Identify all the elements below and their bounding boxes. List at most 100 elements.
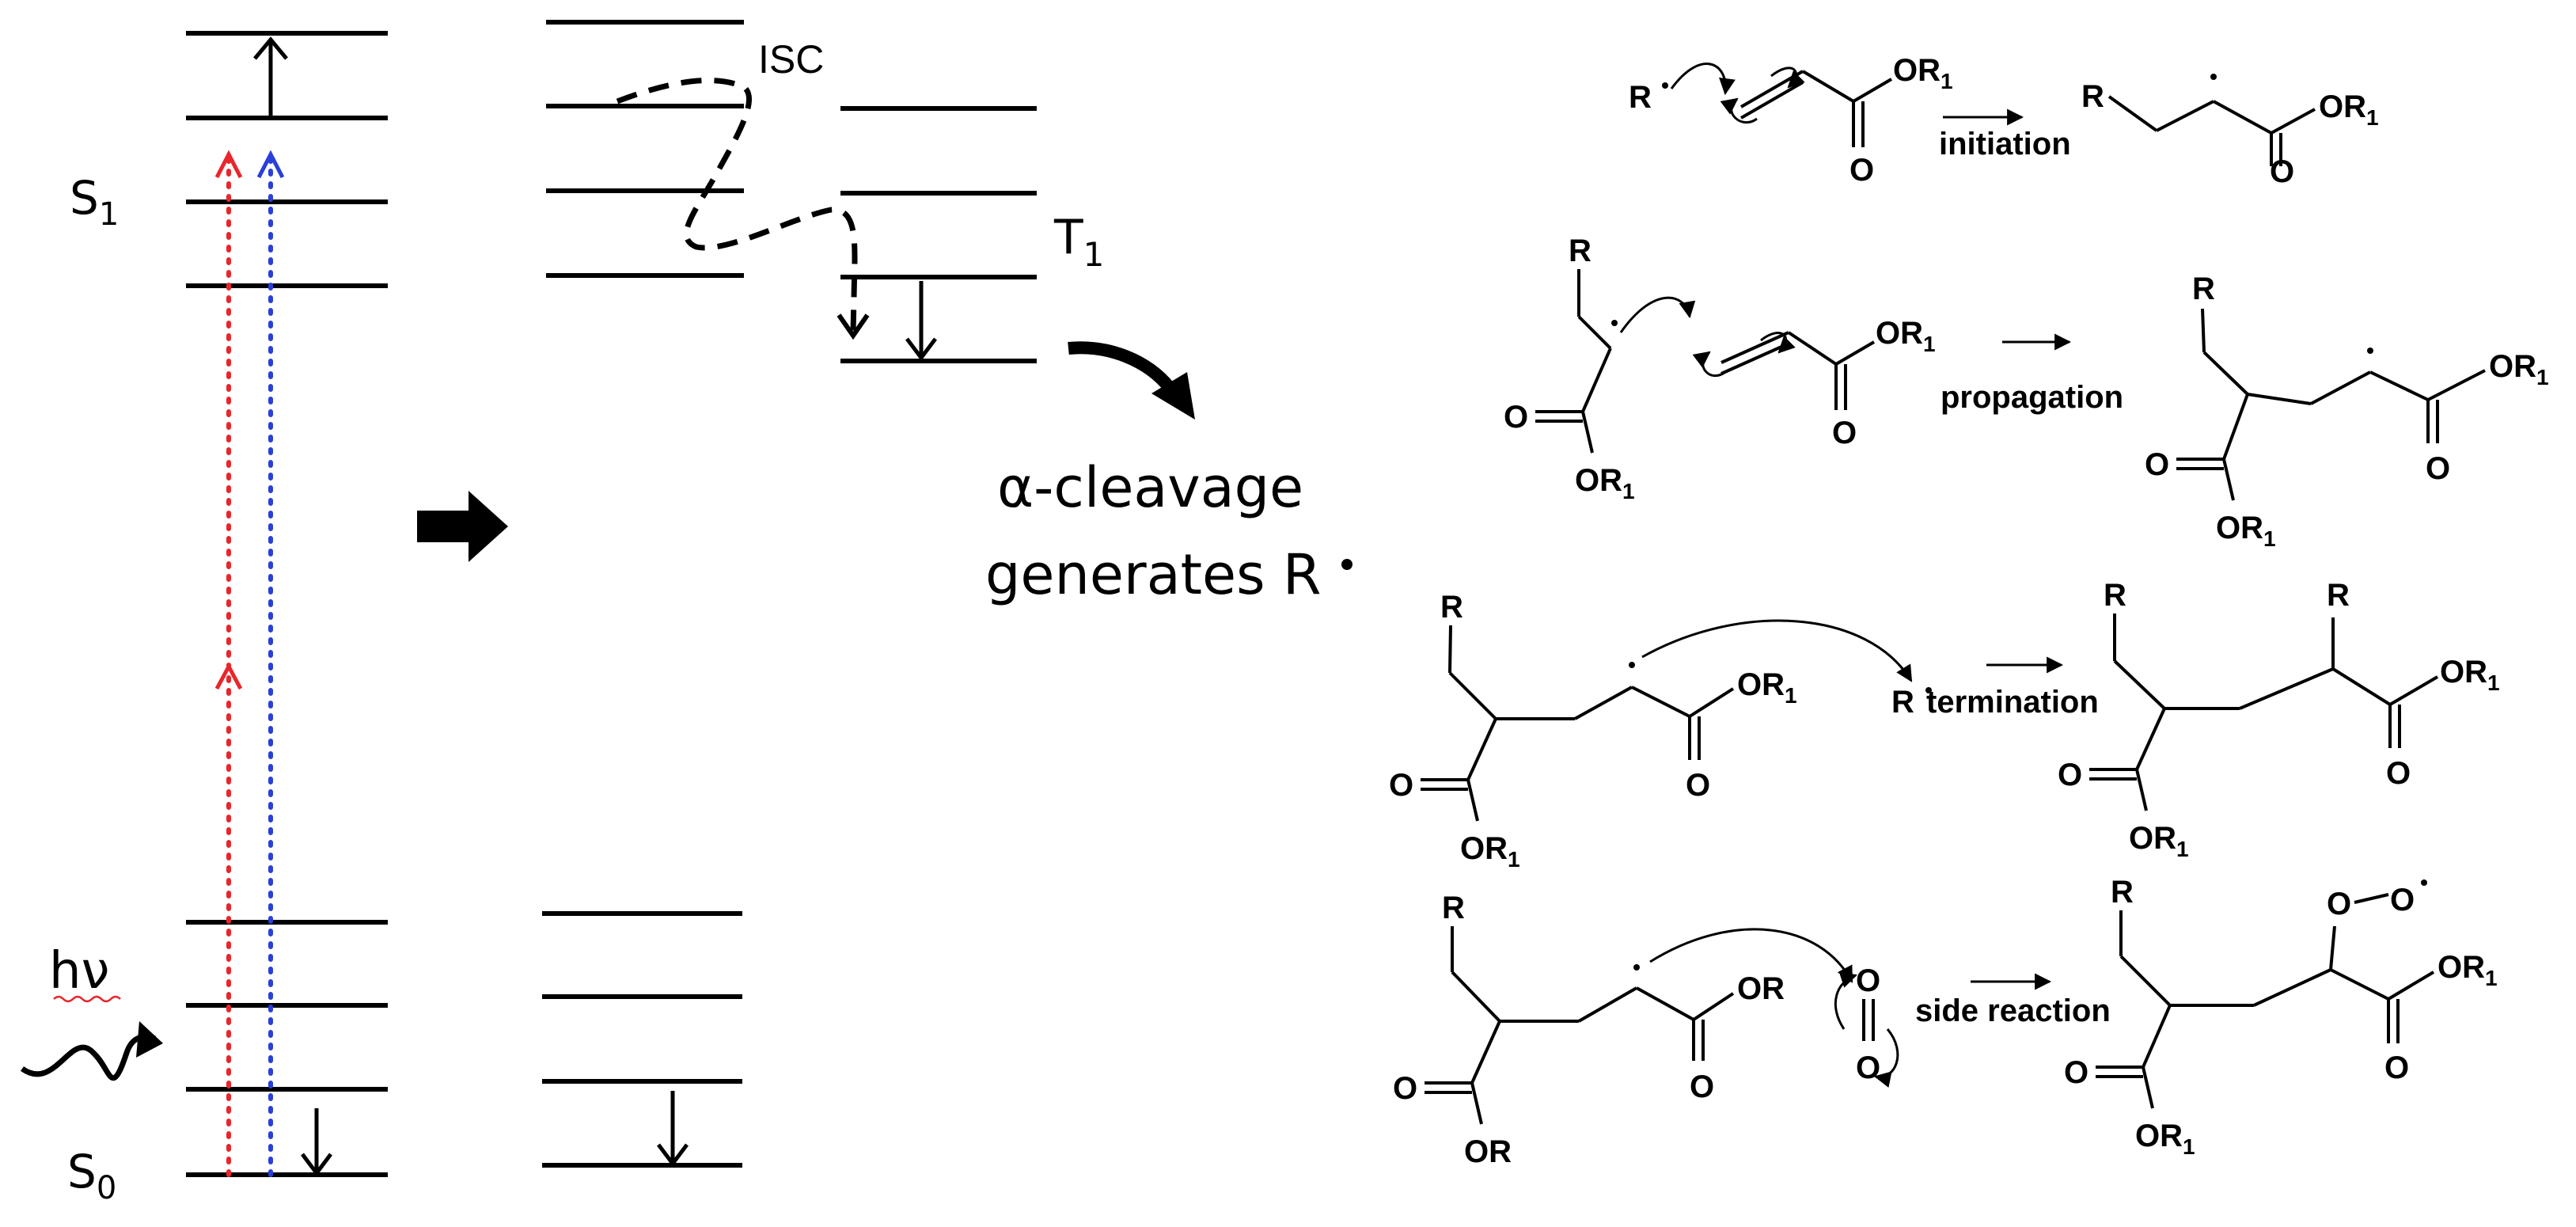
radical-dot: [2210, 74, 2217, 80]
electron-arrow: [1873, 1028, 1899, 1088]
bond: [2330, 968, 2389, 1001]
carbonyl-oxygen: O: [2064, 1055, 2088, 1090]
bond: [2222, 393, 2249, 460]
electron-arrow: [1760, 332, 1796, 354]
radical-dot: [1341, 559, 1352, 570]
radical-dot: [1925, 687, 1932, 693]
electron-arrow: [1619, 296, 1696, 333]
bond: [2271, 108, 2316, 135]
bond: [1631, 686, 1690, 718]
carbonyl-oxygen: O: [2386, 756, 2411, 791]
isc-label: ISC: [758, 37, 824, 82]
step-label-1: propagation: [1941, 380, 2123, 415]
bond: [1448, 625, 1452, 674]
r-group: R: [2327, 578, 2350, 613]
ground-relaxation-arrow: [657, 1091, 689, 1168]
bond: [1451, 971, 1501, 1023]
radical-dot: [2367, 348, 2373, 354]
bond: [2135, 769, 2148, 811]
carbonyl-oxygen: O: [1690, 1069, 1714, 1104]
carbonyl-oxygen: O: [1686, 768, 1710, 803]
electron-arrow: [1834, 971, 1857, 1030]
bond: [2247, 393, 2312, 405]
hv-red-underline: [53, 995, 121, 1003]
bond: [2310, 370, 2371, 405]
ester-group: OR1: [1575, 463, 1635, 503]
step-label-3: side reaction: [1915, 993, 2111, 1028]
ester-group: OR1: [1876, 316, 1936, 356]
bond: [2354, 893, 2389, 904]
bond: [1852, 78, 1893, 103]
singlet-levels: [186, 31, 388, 1177]
bond: [2156, 100, 2214, 132]
bond: [2387, 971, 2435, 1001]
bond: [2142, 1005, 2172, 1068]
electron-arrow: [1720, 97, 1758, 124]
r-group: R: [2104, 578, 2126, 613]
blue-excitation-path: [256, 148, 285, 1177]
s1-label: S1: [70, 171, 119, 233]
step-label-2: termination: [1926, 685, 2099, 720]
carbonyl-oxygen: O: [1389, 768, 1413, 803]
radical-dot: [2421, 879, 2427, 886]
r-group: R: [1440, 590, 1463, 625]
bond: [1740, 81, 1804, 120]
ester-group: OR1: [1460, 831, 1520, 872]
bond: [1787, 331, 1838, 366]
transition-arrow-icon: [417, 491, 508, 562]
t1-relaxation-arrow: [905, 281, 937, 362]
bond: [2427, 369, 2486, 401]
bond: [2135, 708, 2166, 770]
carbonyl-oxygen: O: [1849, 153, 1874, 188]
bond: [1692, 992, 1735, 1021]
oxygen-atom: O: [1856, 963, 1880, 998]
bond: [1470, 1020, 1501, 1084]
ester-group: OR: [1464, 1134, 1512, 1169]
ester-group: OR1: [1737, 667, 1797, 708]
electron-arrow: [1770, 66, 1805, 89]
r-group: R: [1569, 234, 1592, 268]
bond: [1581, 348, 1612, 412]
peroxy-oxygen: O: [2390, 883, 2415, 917]
electron-arrow: [1649, 928, 1853, 983]
radical-dot: [1611, 320, 1618, 326]
bond: [2107, 95, 2158, 132]
radical-r: R: [1629, 80, 1652, 115]
carbonyl-oxygen: O: [1832, 416, 1857, 450]
carbonyl-oxygen: O: [2145, 447, 2169, 482]
ester-group: OR1: [2216, 511, 2276, 551]
radical-dot: [1629, 662, 1635, 668]
hv-label: hν: [49, 942, 109, 1001]
bond: [1581, 411, 1594, 454]
ester-group: OR1: [2489, 349, 2549, 389]
carbonyl-oxygen: O: [1504, 400, 1528, 435]
bond: [2369, 370, 2429, 401]
bond: [2213, 100, 2272, 135]
ester-group: OR: [1737, 971, 1785, 1006]
bond: [2329, 925, 2336, 971]
bond: [1636, 986, 1694, 1021]
bond: [2388, 675, 2439, 706]
reaction-schemes: ROOR1initiationROOR1ROOR1OOR1propagation…: [1389, 53, 2549, 1169]
electron-arrow: [1692, 351, 1726, 378]
cleavage-curved-arrow: [1068, 341, 1195, 420]
bond: [2222, 458, 2235, 501]
ester-group: OR1: [2438, 950, 2498, 990]
carbonyl-oxygen: O: [2384, 1050, 2409, 1085]
bond: [2253, 968, 2331, 1007]
bond: [1466, 779, 1479, 822]
bond: [2142, 1066, 2154, 1109]
carbonyl-oxygen: O: [2426, 451, 2450, 486]
carbonyl-oxygen: O: [2270, 154, 2294, 189]
bond: [2239, 667, 2334, 710]
bond: [1720, 331, 1789, 364]
ester-group: OR1: [2319, 89, 2379, 130]
ester-group: OR1: [1893, 53, 1953, 93]
bond: [1688, 687, 1735, 718]
t1-label: T1: [1053, 210, 1104, 274]
ester-group: OR1: [2135, 1119, 2195, 1159]
